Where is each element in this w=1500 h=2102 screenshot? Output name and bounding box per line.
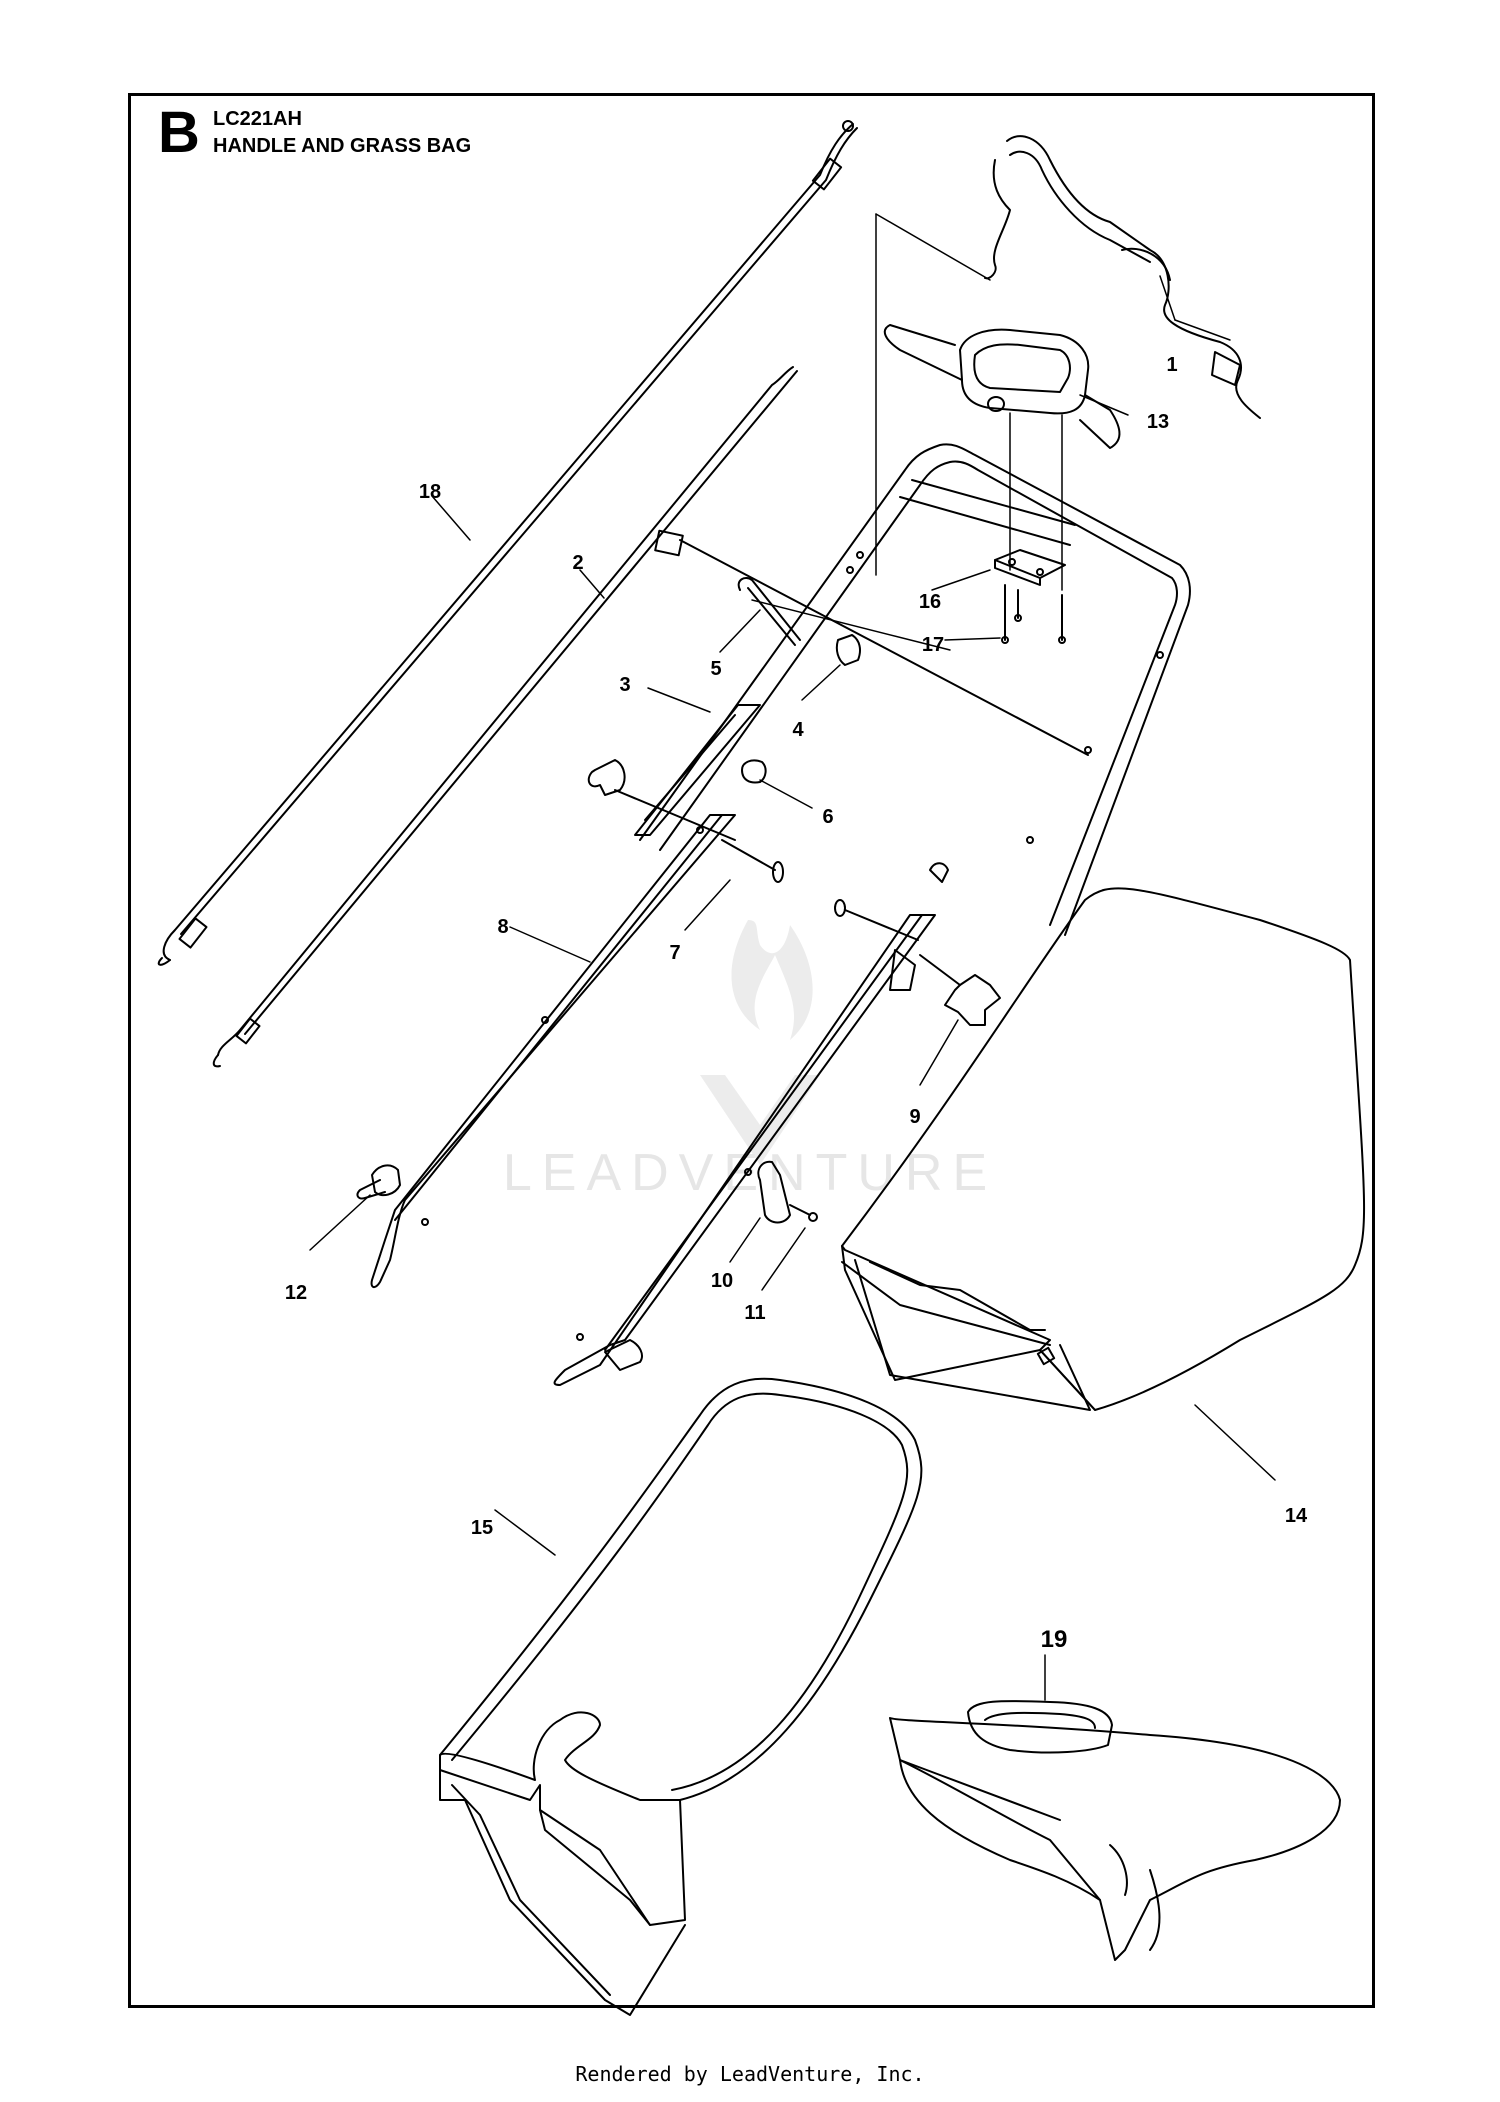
lower-handle-right — [553, 862, 949, 1386]
lower-handle-tube-8 — [370, 814, 736, 1288]
callout-15[interactable]: 15 — [470, 1517, 494, 1539]
drive-cable-2 — [212, 366, 1089, 1068]
cable-clamp-10 — [729, 1160, 791, 1263]
control-console-13 — [883, 324, 1129, 591]
cable-clip-4 — [801, 634, 861, 701]
callout-17[interactable]: 17 — [921, 634, 945, 656]
diagram-frame — [128, 93, 1375, 2008]
knob-and-bolt — [587, 759, 736, 841]
callout-16[interactable]: 16 — [918, 591, 942, 613]
model-code: LC221AH — [213, 108, 302, 130]
upper-handle-frame — [639, 443, 1191, 936]
footer-credit: Rendered by LeadVenture, Inc. — [575, 2062, 925, 2086]
nut-6 — [741, 759, 813, 809]
callout-4[interactable]: 4 — [792, 719, 804, 741]
watermark: LEADVENTURE — [503, 920, 987, 1202]
callout-9[interactable]: 9 — [909, 1106, 921, 1128]
section-letter: B — [158, 100, 200, 165]
callout-19[interactable]: 19 — [1040, 1626, 1068, 1653]
star-knob-9 — [919, 954, 1001, 1086]
upper-handlebar-1 — [984, 135, 1261, 419]
callout-12[interactable]: 12 — [284, 1282, 308, 1304]
handle-bolt-5 — [719, 577, 951, 653]
control-cable-18 — [157, 120, 858, 966]
callout-5[interactable]: 5 — [710, 658, 722, 680]
callout-8[interactable]: 8 — [497, 916, 509, 938]
knob-12 — [309, 1164, 401, 1251]
callout-13[interactable]: 13 — [1146, 411, 1170, 433]
mulch-plug-19 — [889, 1654, 1341, 1961]
callout-2[interactable]: 2 — [572, 552, 584, 574]
mounting-bracket-16 — [931, 549, 1066, 644]
carriage-bolt-7 — [684, 839, 784, 931]
callout-14[interactable]: 14 — [1284, 1505, 1308, 1527]
callout-1[interactable]: 1 — [1166, 354, 1178, 376]
screw-11 — [761, 1204, 818, 1291]
callout-18[interactable]: 18 — [418, 481, 442, 503]
grass-bag-14 — [841, 887, 1366, 1481]
callout-11[interactable]: 11 — [744, 1302, 766, 1324]
callout-7[interactable]: 7 — [669, 942, 681, 964]
callout-3[interactable]: 3 — [619, 674, 631, 696]
callout-6[interactable]: 6 — [822, 806, 834, 828]
diagram-title: HANDLE AND GRASS BAG — [213, 135, 472, 157]
grass-bag-frame-15 — [439, 1377, 923, 2016]
callout-10[interactable]: 10 — [710, 1270, 734, 1292]
cable-guide-3 — [634, 687, 761, 836]
